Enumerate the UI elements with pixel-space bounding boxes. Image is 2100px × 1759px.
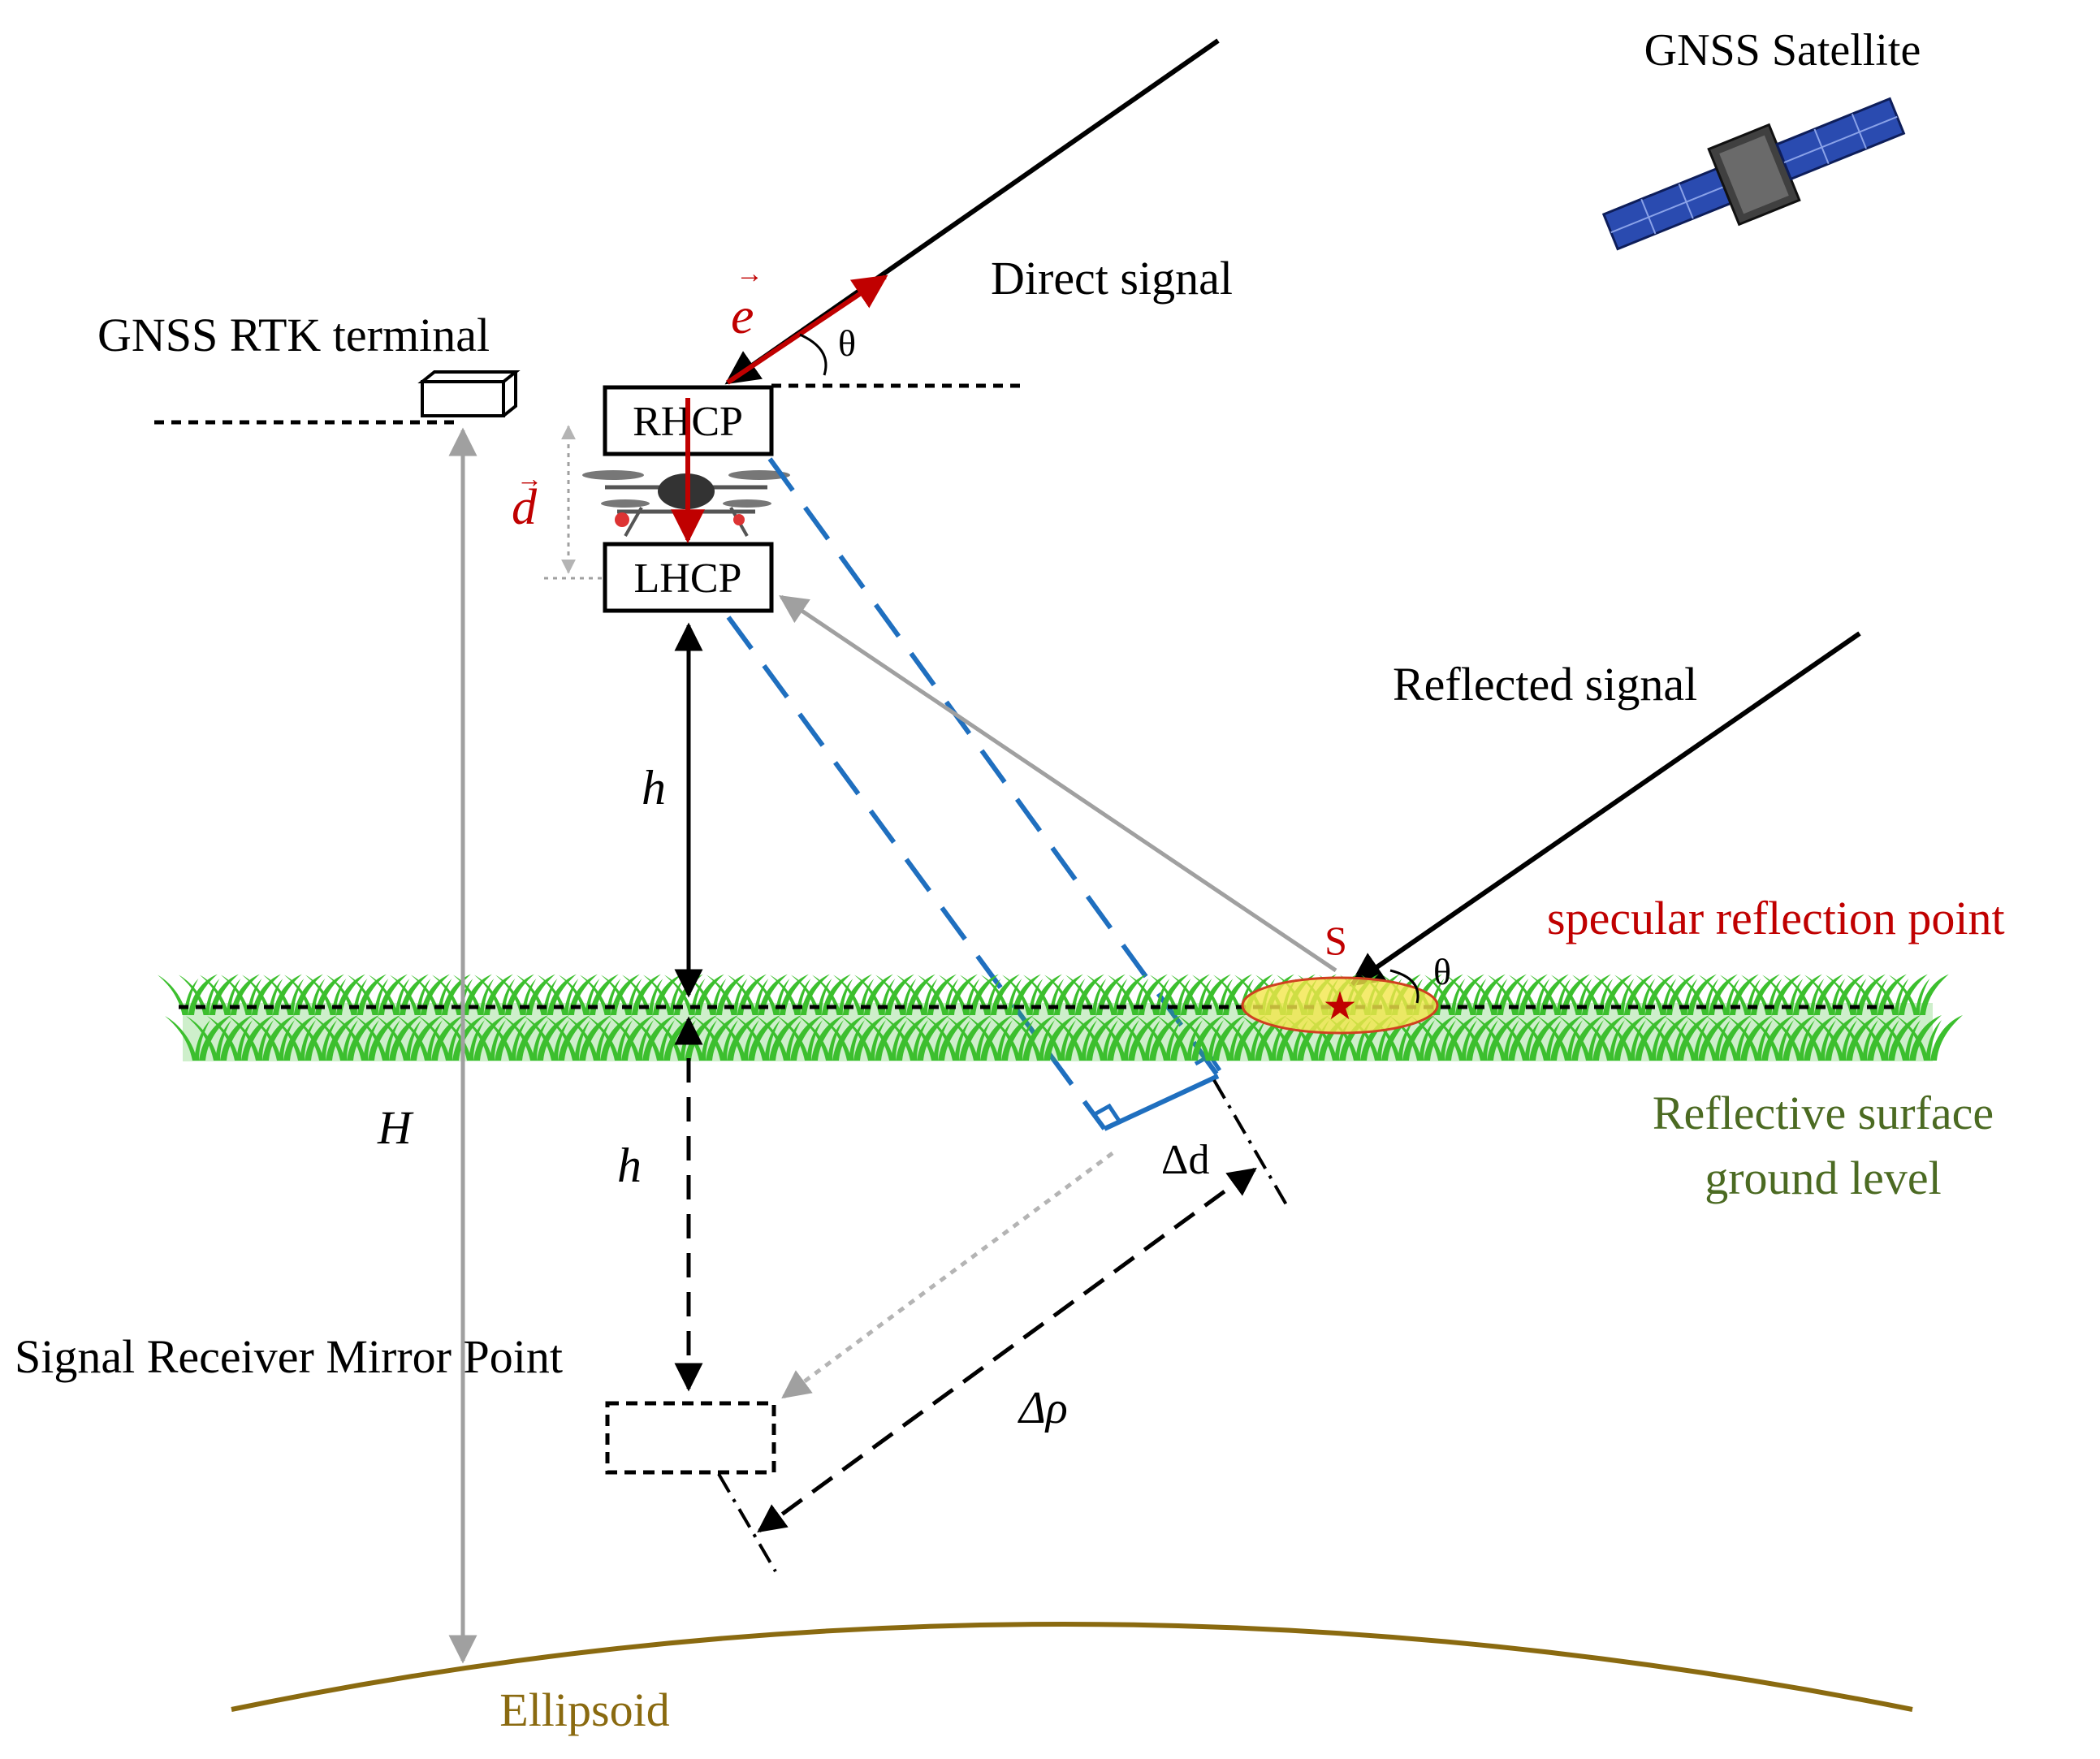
e-vector-arrow-mark: → <box>736 259 763 289</box>
satellite-icon <box>1601 97 1906 251</box>
delta-rho-arrow <box>757 1167 1257 1533</box>
h-upper-label: h <box>642 761 666 815</box>
d-vector-label: d <box>512 480 538 535</box>
mirror-signal-path <box>781 1151 1114 1399</box>
s-marker-label: S <box>1324 918 1347 963</box>
grass-surface <box>158 974 1963 1061</box>
satellite-label: GNSS Satellite <box>1644 25 1921 76</box>
extension-line-lower <box>717 1472 777 1573</box>
mirror-receiver-box <box>605 1401 776 1475</box>
delta-rho-label: Δρ <box>1018 1383 1068 1433</box>
e-vector-label: e <box>731 287 754 344</box>
mirror-point-label: Signal Receiver Mirror Point <box>15 1330 563 1383</box>
blue-dashed-from-lhcp <box>726 616 1107 1130</box>
delta-d-label: Δd <box>1161 1137 1209 1183</box>
d-vector-arrow-mark: → <box>516 464 542 493</box>
ground-level-label: ground level <box>1705 1152 1942 1204</box>
reflective-surface-label: Reflective surface <box>1653 1087 1994 1139</box>
lhcp-label: LHCP <box>634 555 742 602</box>
footprint-ellipse <box>1241 976 1439 1035</box>
blue-connector <box>1103 1074 1220 1131</box>
rtk-terminal-label: GNSS RTK terminal <box>97 309 490 361</box>
reflected-signal-label: Reflected signal <box>1393 658 1697 711</box>
direct-signal-label: Direct signal <box>991 252 1233 305</box>
h-lower-label: h <box>617 1139 642 1192</box>
blue-dashed-from-rhcp <box>767 457 1221 1078</box>
rtk-terminal-icon <box>417 370 521 417</box>
ellipsoid-curve <box>231 1622 1913 1712</box>
theta-label-bottom: θ <box>1433 951 1451 992</box>
lhcp-antenna-box <box>603 542 774 613</box>
H-label: H <box>377 1101 414 1154</box>
theta-arc-top <box>799 333 827 376</box>
reflected-signal-line <box>1349 631 1861 987</box>
ellipsoid-label: Ellipsoid <box>499 1683 669 1736</box>
right-angle-mark-1 <box>1093 1103 1121 1122</box>
theta-arc-bottom <box>1389 969 1419 1004</box>
extension-line-upper <box>1212 1078 1289 1208</box>
specular-point-label: specular reflection point <box>1547 892 2005 944</box>
star-icon: ★ <box>1322 983 1357 1029</box>
theta-label-top: θ <box>838 322 856 364</box>
reflected-path-to-lhcp <box>779 594 1337 973</box>
e-vector-arrow <box>726 274 888 385</box>
